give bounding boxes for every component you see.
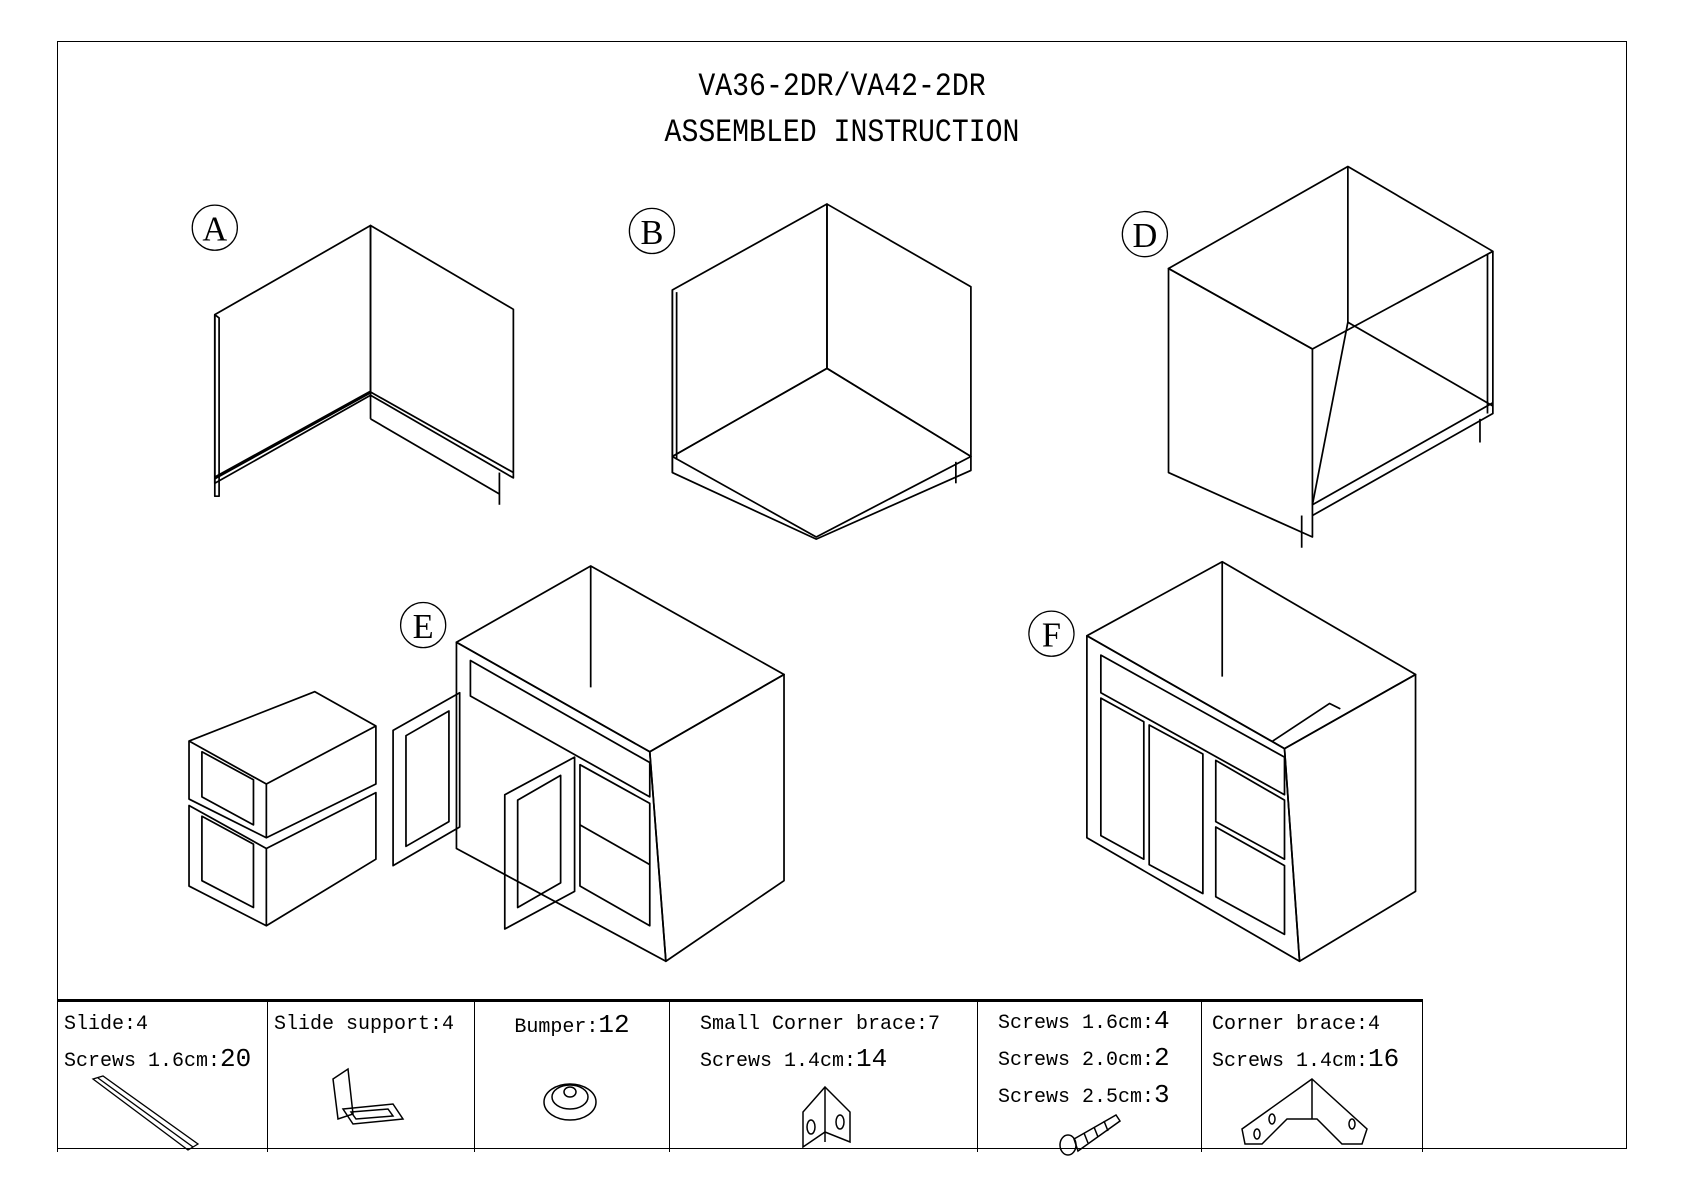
- step-f-drawing: F: [1028, 560, 1417, 963]
- part-bumper: Bumper:12: [475, 1002, 670, 1152]
- assembly-drawings: A B D E: [188, 165, 1494, 963]
- step-a-drawing: A: [191, 204, 515, 505]
- part-small-corner-brace: Small Corner brace:7 Screws 1.4cm:14: [670, 1002, 978, 1152]
- parts-list: Slide:4 Screws 1.6cm:20 Slide support:4 …: [57, 999, 1423, 1156]
- slide-icon: [91, 1075, 200, 1151]
- step-b-drawing: B: [628, 203, 972, 541]
- page-frame: [57, 41, 1627, 1149]
- screw-icon: [1059, 1114, 1122, 1156]
- step-d-drawing: D: [1121, 165, 1494, 548]
- part-slide-support: Slide support:4: [268, 1002, 475, 1152]
- small-corner-brace-icon: [802, 1085, 851, 1149]
- step-e-label: E: [413, 608, 434, 646]
- slide-support-icon: [332, 1067, 405, 1125]
- part-corner-brace: Corner brace:4 Screws 1.4cm:16: [1202, 1002, 1423, 1152]
- step-a-label: A: [202, 211, 227, 249]
- step-f-label: F: [1042, 617, 1061, 655]
- bumper-icon: [543, 1083, 597, 1121]
- part-slide: Slide:4 Screws 1.6cm:20: [57, 1002, 268, 1152]
- corner-brace-icon: [1241, 1078, 1368, 1145]
- step-d-label: D: [1132, 217, 1157, 255]
- step-b-label: B: [640, 214, 663, 252]
- step-e-drawing: E: [188, 565, 785, 963]
- part-screws: Screws 1.6cm:4 Screws 2.0cm:2 Screws 2.5…: [978, 1002, 1202, 1156]
- model-title: VA36-2DR/VA42-2DR: [698, 68, 986, 105]
- instruction-title: ASSEMBLED INSTRUCTION: [664, 114, 1020, 151]
